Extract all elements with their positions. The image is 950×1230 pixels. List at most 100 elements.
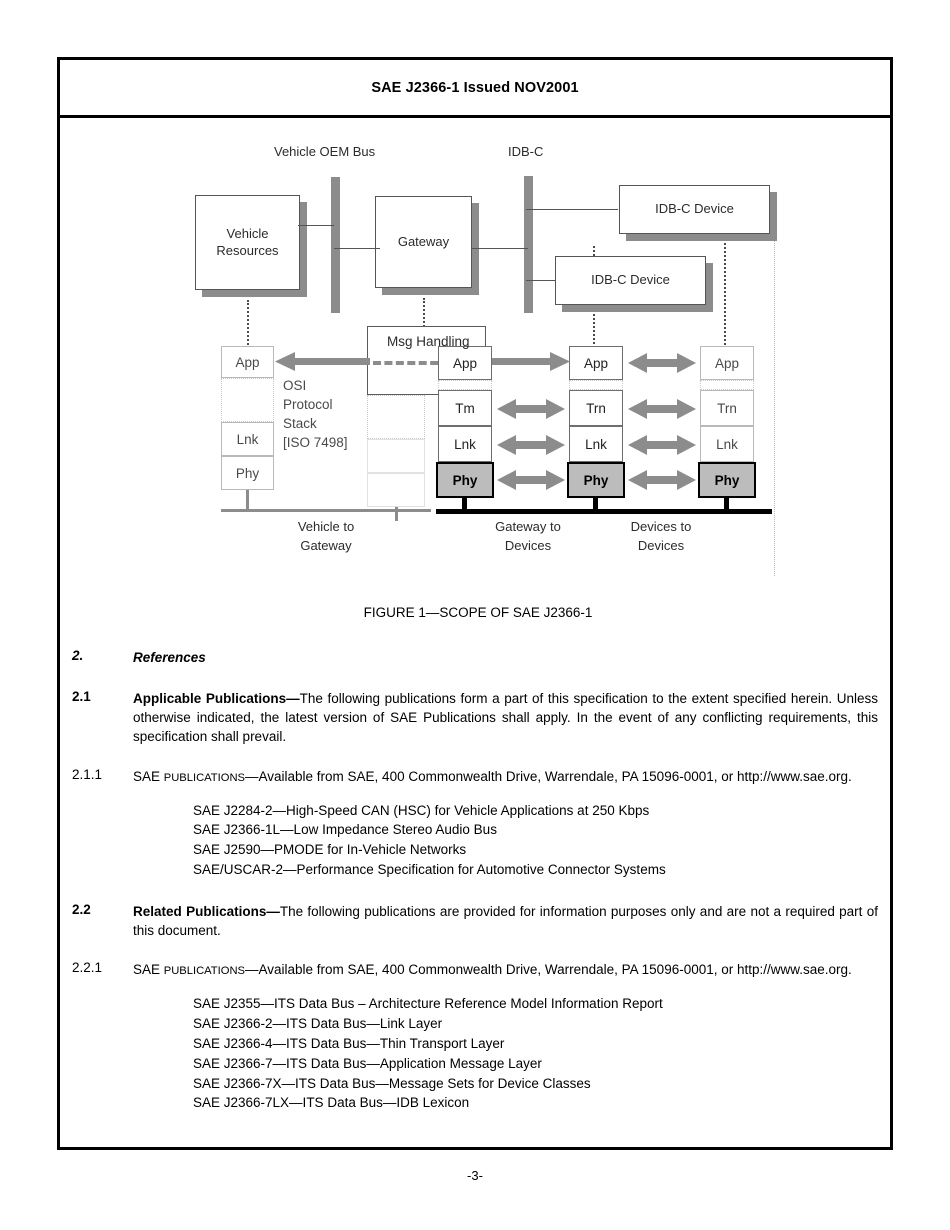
page-header-title: SAE J2366-1 Issued NOV2001 [371, 79, 579, 96]
dropper-gateway [423, 298, 425, 330]
section-2-1-text: The following publications form a part o… [133, 691, 878, 745]
stack-gateway-gap [438, 380, 492, 390]
arrow-gateway-device1-lnk [497, 435, 565, 455]
section-2-references: 2. References [60, 648, 896, 667]
reference-item: SAE J2366-7—ITS Data Bus—Application Mes… [193, 1055, 542, 1071]
box-vehicle-resources-line2: Resources [216, 242, 279, 258]
connector-vr-to-oembus [298, 225, 334, 226]
stack-device2-gap [700, 380, 754, 390]
figure-1-caption: FIGURE 1—SCOPE OF SAE J2366-1 [363, 605, 593, 620]
osi-line-4: [ISO 7498] [283, 435, 348, 451]
ghost-column-cell-1 [367, 395, 425, 439]
stack-gateway-layer-lnk: Lnk [438, 426, 492, 462]
stack-gateway-layer-trn: Tm [438, 390, 492, 426]
rail-gateway-devices [436, 509, 772, 514]
reference-item: SAE J2590—PMODE for In-Vehicle Networks [193, 842, 467, 858]
box-vehicle-resources: Vehicle Resources [195, 195, 300, 290]
arrow-gateway-device1-trn [497, 399, 565, 419]
stack-vehicle-spacer [221, 378, 274, 422]
osi-line-2: Protocol [283, 397, 333, 413]
rail-label-gateway-to-devices: Gateway to Devices [458, 518, 598, 556]
page-header: SAE J2366-1 Issued NOV2001 [60, 60, 890, 118]
reference-item: SAE J2284-2—High-Speed CAN (HSC) for Veh… [193, 802, 650, 818]
stack-vehicle-layer-lnk: Lnk [221, 422, 274, 456]
section-2-title: References [133, 650, 206, 665]
section-2-1-1-sae-publications: 2.1.1 SAE PUBLICATIONS—Available from SA… [60, 767, 896, 787]
box-vehicle-resources-line1: Vehicle [226, 225, 269, 241]
rail-stub-device2 [724, 496, 729, 513]
rail-stub-gateway [462, 496, 467, 513]
box-gateway: Gateway [375, 196, 472, 288]
section-2-1-1-number: 2.1.1 [72, 766, 103, 782]
rail-vehicle-to-gateway [221, 509, 431, 512]
stack-gateway-layer-app: App [438, 346, 492, 380]
rail-label-gtd-line2: Devices [504, 537, 552, 553]
stack-device2-layer-app: App [700, 346, 754, 380]
connector-idbcbus-to-device-top [526, 209, 618, 210]
connector-gateway-to-idbcbus [472, 248, 528, 249]
page-body: Vehicle OEM Bus IDB-C Vehicle [60, 118, 890, 1147]
bus-bar-vehicle-oem [331, 177, 340, 313]
section-2-number: 2. [72, 648, 84, 663]
section-2-2-1-sae-publications: 2.2.1 SAE PUBLICATIONS—Available from SA… [60, 960, 896, 980]
label-osi-protocol-stack: OSI Protocol Stack [ISO 7498] [283, 376, 348, 453]
section-2-1-1-prefix: SAE [133, 768, 164, 784]
stack-device2-layer-lnk: Lnk [700, 426, 754, 462]
reference-list-applicable: SAE J2284-2—High-Speed CAN (HSC) for Veh… [193, 801, 896, 880]
section-2-1-lead: Applicable Publications— [133, 691, 300, 707]
rail-label-vehicle-to-gateway: Vehicle to Gateway [221, 518, 431, 556]
arrow-device1-device2-app [628, 353, 696, 373]
dropper-far-right [774, 196, 775, 576]
bus-bar-idb-c [524, 176, 533, 313]
rail-label-dtd-line1: Devices to [630, 519, 692, 534]
rail-label-vtg-line2: Gateway [300, 537, 352, 553]
arrow-device1-device2-phy [628, 470, 696, 490]
section-2-2-1-text: —Available from SAE, 400 Commonwealth Dr… [245, 962, 852, 978]
section-2-2-number: 2.2 [72, 901, 91, 917]
document-body-text: 2. References 2.1 Applicable Publication… [60, 648, 896, 1113]
reference-list-related: SAE J2355—ITS Data Bus – Architecture Re… [193, 994, 896, 1113]
stack-device1-layer-trn: Trn [569, 390, 623, 426]
arrow-device1-device2-trn [628, 399, 696, 419]
reference-item: SAE J2366-2—ITS Data Bus—Link Layer [193, 1015, 443, 1031]
arrow-gateway-to-device-app [492, 352, 570, 371]
section-2-2-text: The following publications are provided … [133, 903, 878, 939]
rail-label-dtd-line2: Devices [637, 537, 685, 553]
arrow-gateway-to-vehicle-app [275, 352, 370, 371]
section-2-2-related-publications: 2.2 Related Publications—The following p… [60, 902, 896, 940]
reference-item: SAE J2366-7LX—ITS Data Bus—IDB Lexicon [193, 1095, 470, 1111]
figure-1-diagram: Vehicle OEM Bus IDB-C Vehicle [60, 118, 896, 608]
section-2-1-1-smallcaps: PUBLICATIONS [163, 771, 245, 784]
label-msg-handling: Msg Handling [387, 334, 470, 349]
dropper-device-right [724, 196, 726, 356]
dashed-link-msg-handling [373, 361, 461, 365]
rail-label-gtd-line1: Gateway to [495, 519, 561, 534]
connector-idbcbus-to-device-bottom [526, 280, 556, 281]
section-2-2-1-prefix: SAE [133, 962, 164, 978]
stack-vehicle-layer-phy: Phy [221, 456, 274, 490]
document-page-frame: SAE J2366-1 Issued NOV2001 Vehicle OEM B… [57, 57, 893, 1150]
dropper-vehicle-resources [247, 300, 249, 356]
label-idb-c: IDB-C [508, 144, 544, 159]
rail-stub-device1 [593, 496, 598, 513]
stack-device2-layer-trn: Trn [700, 390, 754, 426]
stack-device2-layer-phy: Phy [698, 462, 756, 498]
section-2-1-applicable-publications: 2.1 Applicable Publications—The followin… [60, 689, 896, 746]
figure-1: Vehicle OEM Bus IDB-C Vehicle [60, 118, 896, 648]
connector-oembus-to-gateway [334, 248, 380, 249]
section-2-2-lead: Related Publications— [133, 903, 280, 919]
page-footer: -3- [0, 1168, 950, 1183]
reference-item: SAE J2366-1L—Low Impedance Stereo Audio … [193, 822, 497, 838]
box-idb-c-device-bottom: IDB-C Device [555, 256, 706, 305]
reference-item: SAE/USCAR-2—Performance Specification fo… [193, 862, 666, 878]
osi-line-1: OSI [283, 378, 307, 393]
section-2-1-number: 2.1 [72, 689, 91, 705]
label-vehicle-oem-bus: Vehicle OEM Bus [274, 144, 376, 159]
stack-gateway-layer-phy: Phy [436, 462, 494, 498]
reference-item: SAE J2355—ITS Data Bus – Architecture Re… [193, 996, 663, 1012]
section-2-1-1-text: —Available from SAE, 400 Commonwealth Dr… [245, 768, 852, 784]
reference-item: SAE J2366-4—ITS Data Bus—Thin Transport … [193, 1035, 505, 1051]
stack-vehicle-layer-app: App [221, 346, 274, 378]
section-2-2-1-number: 2.2.1 [72, 960, 103, 976]
page-number: -3- [467, 1168, 483, 1183]
